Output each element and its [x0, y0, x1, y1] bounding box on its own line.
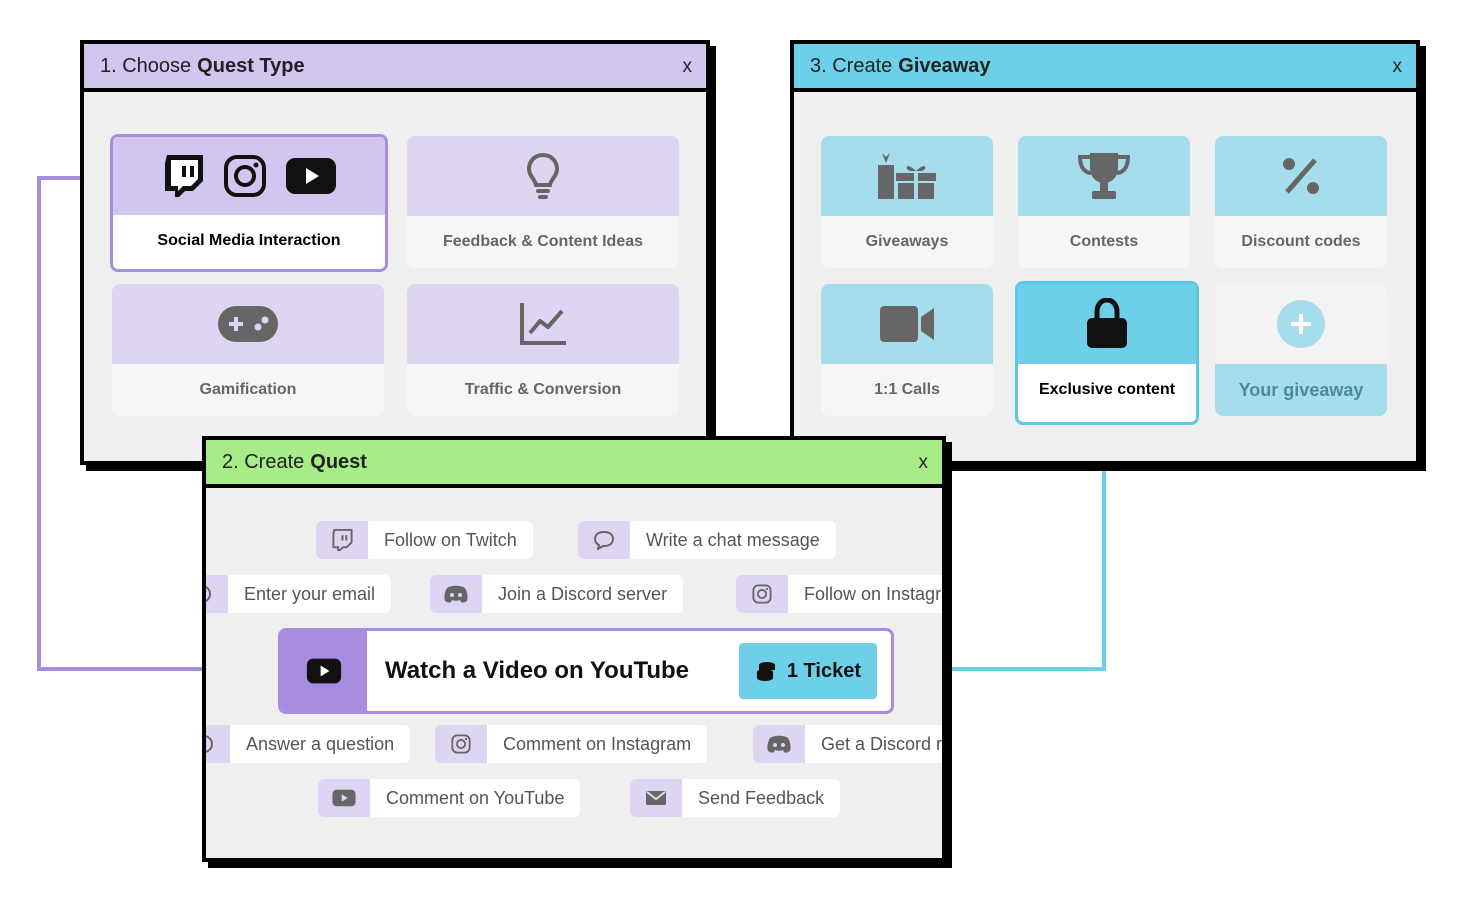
quest-label: Write a chat message — [646, 529, 820, 550]
card-label: Contests — [1069, 233, 1139, 250]
quest-write-chat[interactable]: Write a chat message — [578, 521, 836, 559]
quest-comment-instagram[interactable]: Comment on Instagram — [435, 725, 708, 763]
discord-icon — [753, 725, 805, 763]
quest-discord-role[interactable]: Get a Discord role — [753, 725, 943, 763]
card-contests[interactable]: Contests — [1018, 136, 1190, 268]
plus-icon — [1277, 300, 1325, 348]
lock-icon — [1085, 298, 1129, 350]
window-titlebar: 3. Create Giveaway — [794, 44, 1416, 92]
card-exclusive-content[interactable]: Exclusive content — [1015, 281, 1199, 425]
coins-icon — [755, 660, 777, 682]
window-title-number: 1. Choose — [100, 54, 192, 77]
gamepad-icon — [217, 305, 279, 343]
reward-ticket-button[interactable]: 1 Ticket — [738, 643, 877, 699]
window-titlebar: 1. Choose Quest Type — [84, 44, 706, 92]
card-social-media-interaction[interactable]: Social Media Interaction — [110, 134, 388, 272]
window-titlebar: 2. Create Quest — [206, 440, 942, 488]
percent-icon — [1281, 156, 1321, 196]
card-feedback-content-ideas[interactable]: Feedback & Content Ideas — [407, 136, 679, 268]
discord-icon — [430, 575, 482, 613]
quest-follow-twitch[interactable]: Follow on Twitch — [316, 521, 533, 559]
window-title-number: 2. Create — [222, 450, 305, 473]
selected-quest-watch-youtube[interactable]: Watch a Video on YouTube 1 Ticket — [278, 628, 894, 714]
window-title-bold: Giveaway — [898, 54, 991, 77]
card-label: Giveaways — [865, 233, 949, 250]
window-title-bold: Quest — [310, 450, 367, 473]
youtube-icon — [285, 157, 337, 195]
quest-label: Follow on Instagram — [804, 583, 942, 604]
quest-label: Comment on Instagram — [503, 733, 692, 754]
quest-label: Follow on Twitch — [384, 529, 517, 550]
create-giveaway-window: 3. Create Giveaway x Giveaways Contests … — [790, 40, 1420, 465]
youtube-icon — [318, 779, 370, 817]
quest-label: Join a Discord server — [498, 583, 668, 604]
choose-quest-type-window: 1. Choose Quest Type x Social Media Inte… — [80, 40, 710, 465]
lightbulb-icon — [526, 152, 560, 200]
card-label: Your giveaway — [1215, 364, 1387, 416]
quest-label: Send Feedback — [698, 787, 825, 808]
quest-join-discord[interactable]: Join a Discord server — [430, 575, 684, 613]
gift-icon — [876, 151, 938, 201]
chat-icon — [578, 521, 630, 559]
card-calls[interactable]: 1:1 Calls — [821, 284, 993, 416]
quest-label: Get a Discord role — [821, 733, 943, 754]
quest-send-feedback[interactable]: Send Feedback — [630, 779, 841, 817]
quest-label: Answer a question — [246, 733, 395, 754]
card-discount-codes[interactable]: Discount codes — [1215, 136, 1387, 268]
card-label: 1:1 Calls — [874, 381, 940, 398]
instagram-icon — [435, 725, 487, 763]
instagram-icon — [223, 154, 267, 198]
card-label: Social Media Interaction — [113, 215, 385, 267]
window-title-bold: Quest Type — [197, 54, 305, 77]
trophy-icon — [1076, 151, 1132, 201]
card-traffic-conversion[interactable]: Traffic & Conversion — [407, 284, 679, 416]
card-gamification[interactable]: Gamification — [112, 284, 384, 416]
twitch-icon — [161, 153, 205, 199]
quest-label: Enter your email — [244, 583, 376, 604]
card-your-giveaway[interactable]: Your giveaway — [1215, 284, 1387, 416]
question-icon — [206, 725, 230, 763]
chart-icon — [518, 301, 568, 347]
quest-comment-youtube[interactable]: Comment on YouTube — [318, 779, 581, 817]
twitch-icon — [316, 521, 368, 559]
email-icon — [206, 575, 228, 613]
card-label: Traffic & Conversion — [464, 381, 622, 398]
card-giveaways[interactable]: Giveaways — [821, 136, 993, 268]
envelope-icon — [630, 779, 682, 817]
create-quest-window: 2. Create Quest x Follow on Twitch Write… — [202, 436, 946, 862]
reward-label: 1 Ticket — [786, 659, 861, 682]
quest-enter-email[interactable]: Enter your email — [206, 575, 392, 613]
card-label: Exclusive content — [1018, 364, 1196, 416]
video-camera-icon — [879, 305, 935, 343]
card-label: Gamification — [199, 381, 297, 398]
close-button[interactable]: x — [682, 56, 693, 77]
card-label: Feedback & Content Ideas — [442, 233, 644, 250]
instagram-icon — [736, 575, 788, 613]
window-title-number: 3. Create — [810, 54, 893, 77]
youtube-icon — [281, 631, 367, 711]
selected-quest-label: Watch a Video on YouTube — [385, 657, 690, 684]
close-button[interactable]: x — [1392, 56, 1403, 77]
close-button[interactable]: x — [918, 452, 929, 473]
quest-follow-instagram[interactable]: Follow on Instagram — [736, 575, 942, 613]
card-label: Discount codes — [1241, 233, 1361, 250]
quest-label: Comment on YouTube — [386, 787, 565, 808]
quest-answer-question[interactable]: Answer a question — [206, 725, 411, 763]
